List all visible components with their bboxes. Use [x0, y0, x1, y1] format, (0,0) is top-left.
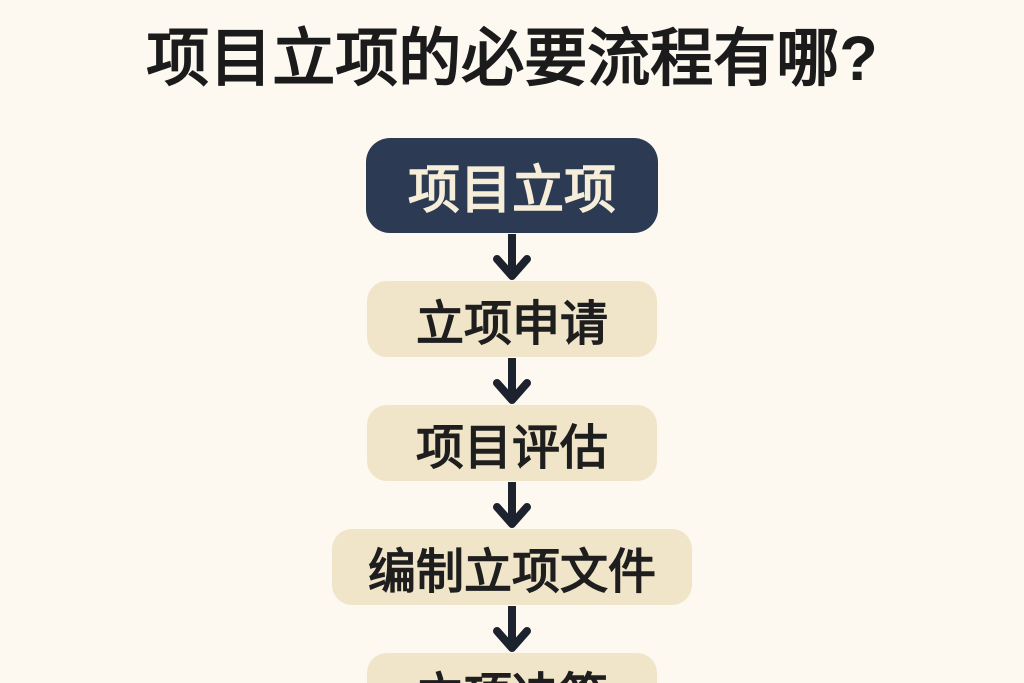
down-arrow-icon	[492, 358, 531, 405]
down-arrow-icon	[492, 234, 531, 281]
flow-node-project-evaluation: 项目评估	[366, 405, 657, 482]
flow-node-initiation-decision: 立项决策	[366, 653, 657, 683]
down-arrow-icon	[492, 606, 531, 653]
flowchart: 项目立项 立项申请 项目评估 编制立项文件 立项决策	[331, 138, 692, 683]
flow-node-prepare-initiation-documents: 编制立项文件	[331, 529, 692, 606]
page-title: 项目立项的必要流程有哪?	[146, 24, 878, 94]
flow-node-project-initiation: 项目立项	[365, 138, 658, 234]
flow-node-initiation-application: 立项申请	[366, 281, 657, 358]
down-arrow-icon	[492, 482, 531, 529]
